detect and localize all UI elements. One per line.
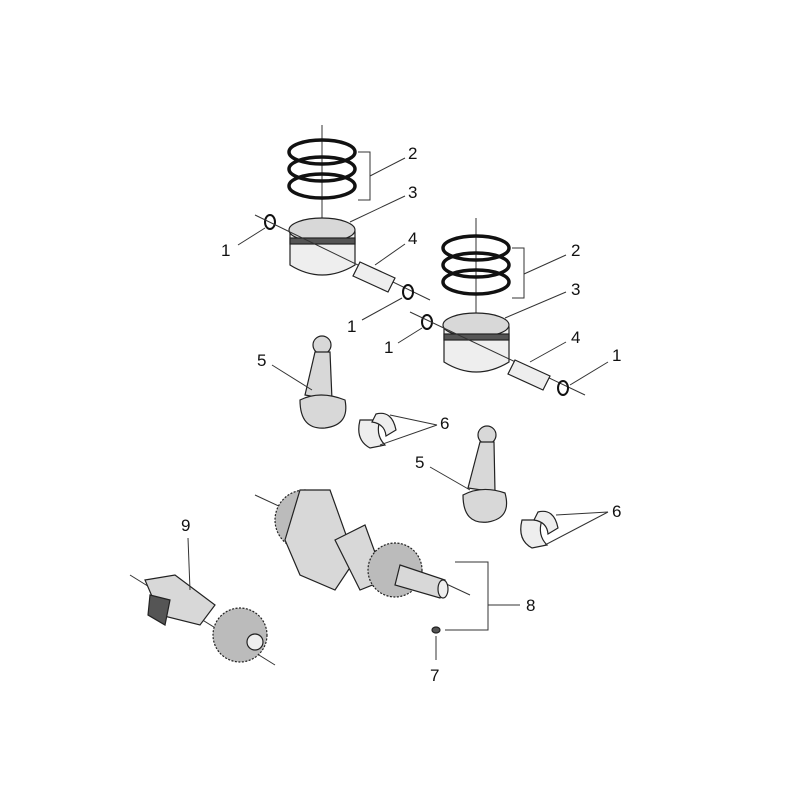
callout-1-circlip-c: 1 [384,338,393,357]
callout-5-rod-a: 5 [257,351,266,370]
callout-8-crankshaft: 8 [526,596,535,615]
callout-2-rings-a: 2 [408,144,417,163]
piston-pin-b[interactable] [409,311,586,396]
callout-2-rings-b: 2 [571,241,580,260]
leader-lines [187,151,609,660]
bearing-shells-a[interactable] [358,412,397,449]
crankshaft[interactable] [254,489,471,599]
circlip-a[interactable] [264,214,276,230]
piston-rings-b[interactable] [441,218,511,325]
callout-1-circlip-a: 1 [221,241,230,260]
callout-4-pin-a: 4 [408,229,417,248]
woodruff-key[interactable] [431,626,441,634]
bearing-shells-b[interactable] [520,510,559,549]
callout-6-bearing-a: 6 [440,414,449,433]
piston-a[interactable] [288,217,356,276]
callout-4-pin-b: 4 [571,328,580,347]
circlip-d[interactable] [557,380,569,396]
piston-pin-a[interactable] [254,214,431,301]
piston-rings-a[interactable] [287,125,357,230]
callout-5-rod-b: 5 [415,453,424,472]
connecting-rod-a[interactable] [299,335,347,429]
callout-6-bearing-b: 6 [612,502,621,521]
callout-9-balance-shaft: 9 [181,516,190,535]
callout-1-circlip-b: 1 [347,317,356,336]
callout-7-key: 7 [430,666,439,685]
circlip-b[interactable] [402,284,414,300]
piston-b[interactable] [442,312,510,373]
balance-shaft[interactable] [129,574,276,666]
callout-3-piston-a: 3 [408,183,417,202]
connecting-rod-b[interactable] [462,425,508,523]
callout-3-piston-b: 3 [571,280,580,299]
callout-1-circlip-d: 1 [612,346,621,365]
